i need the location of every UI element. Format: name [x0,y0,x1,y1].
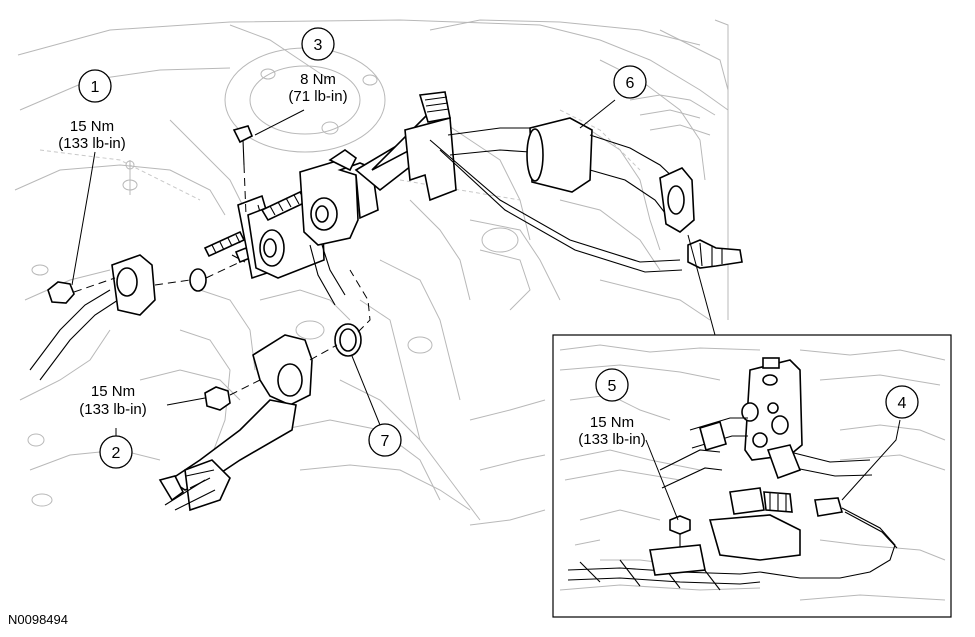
callout-4-circle [885,385,919,419]
callout-7-number: 7 [381,433,390,450]
callout-4-number: 4 [898,395,907,412]
callout-2-torque-nm: 15 Nm [91,383,135,400]
lower-fitting-nut [204,386,231,411]
callout-3: 3 8 Nm (71 lb-in) [288,27,348,105]
callout-5-torque-lbin: (133 lb-in) [578,431,646,448]
callout-2-torque-lbin: (133 lb-in) [79,401,147,418]
bracket-bolt [232,125,254,144]
callout-1-number: 1 [91,79,100,96]
callout-6-circle [613,65,647,99]
callout-5-circle [595,368,629,402]
muffler-body [529,117,593,193]
inset-background [559,344,946,601]
callout-2-number: 2 [112,445,121,462]
detail-inset [552,234,952,618]
callout-leaders [71,99,901,521]
callout-1-circle [78,69,112,103]
callout-6: 6 [613,65,647,99]
engine-bay-background [14,19,729,526]
callout-3-circle [301,27,335,61]
hose-clamp [158,475,185,502]
callout-1: 1 15 Nm (133 lb-in) [58,69,126,152]
callout-1-torque-nm: 15 Nm [70,118,114,135]
callout-5-torque-nm: 15 Nm [590,414,634,431]
callout-3-torque-lbin: (71 lb-in) [288,88,347,105]
inset-bracket-plate [708,514,801,561]
callout-4: 4 [885,385,919,419]
pressure-switch-connector [729,487,765,515]
callout-3-torque-nm: 8 Nm [300,71,336,88]
left-o-ring [189,268,207,292]
left-fitting-nut [47,281,75,304]
pressure-switch [814,497,844,517]
callout-3-number: 3 [314,37,323,54]
figure-id-label: N0098494 [8,612,68,627]
callout-7-circle [368,423,402,457]
callout-5: 5 15 Nm (133 lb-in) [578,368,646,448]
inset-fitting-nut [669,515,691,535]
callout-5-number: 5 [608,378,617,395]
ac-line-assembly [29,91,743,512]
callout-6-number: 6 [626,75,635,92]
callout-1-torque-lbin: (133 lb-in) [58,135,126,152]
inset-leader-line [687,234,716,336]
callout-2: 15 Nm (133 lb-in) 2 [79,383,147,469]
callout-2-circle [99,435,133,469]
callout-7: 7 [368,423,402,457]
pipe-bracket [404,116,457,202]
